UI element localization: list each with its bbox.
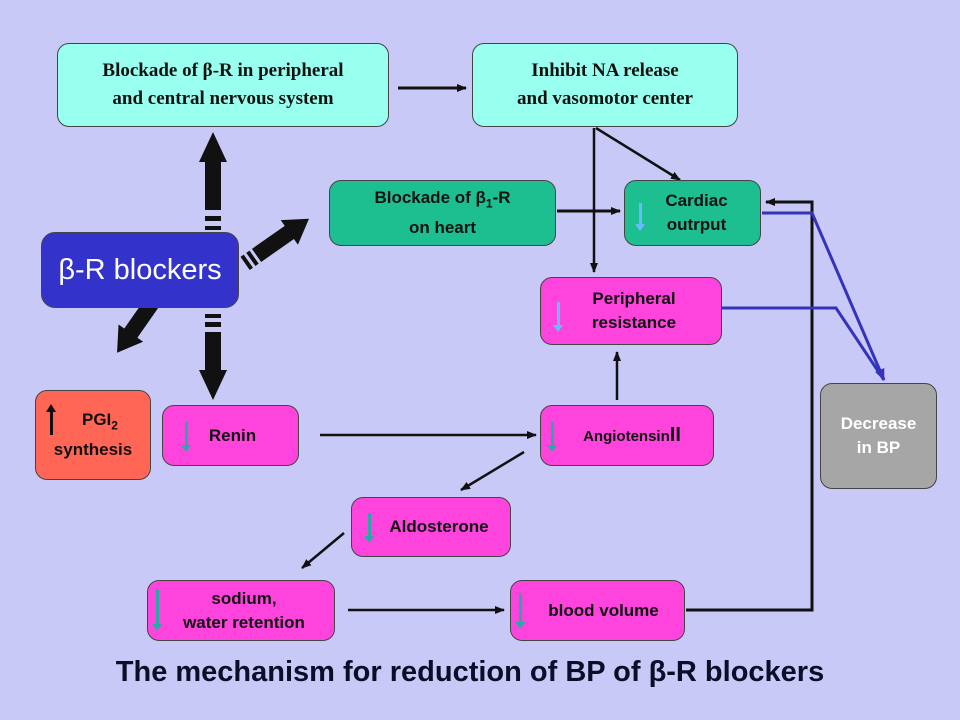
connector-cardiac-to-bp [762,211,886,381]
node-blockade-heart-line2: on heart [408,217,477,237]
node-decrease-bp: Decrease in BP [820,383,937,489]
node-sodium-line2: water retention [183,612,305,632]
thick-arrow-down [199,314,227,400]
node-peripheral-line1: Peripheral [592,289,676,308]
node-blockade-cns-line2: and central nervous system [112,88,334,109]
node-blockade-heart-line1: Blockade of β1-R [374,186,510,215]
node-angiotensin-label: AngiotensinII [583,423,681,449]
node-decrease-bp-line1: Decrease [840,414,917,433]
node-beta-blockers: β-R blockers [41,232,239,308]
node-renin-label: Renin [208,425,257,445]
node-blockade-cns: Blockade of β-R in peripheral and centra… [57,43,389,127]
increase-arrow-icon [46,404,56,435]
node-sodium-retention: sodium, water retention [147,580,335,641]
node-cardiac-line1: Cardiac [665,191,728,210]
decrease-arrow-icon [553,302,563,332]
diagram-caption: The mechanism for reduction of BP of β-R… [115,656,825,688]
node-pgi2-sub: 2 [111,418,118,433]
node-pgi2-line2: synthesis [53,439,133,459]
thick-arrow-right [240,218,309,270]
connector-peripheral-to-bp [722,306,886,381]
node-blockade-heart-pre: Blockade of β [374,188,486,208]
node-blood-volume: blood volume [510,580,685,641]
node-blockade-heart-post: -R [492,188,511,208]
node-renin: Renin [162,405,299,466]
node-angiotensin-big: II [669,423,681,446]
arrow-angiotensin-to-aldosterone [460,450,525,492]
decrease-arrow-icon [152,589,162,631]
node-peripheral-resistance: Peripheral resistance [540,277,722,345]
decrease-arrow-icon [181,422,191,452]
node-blockade-heart-sub: 1 [485,196,493,211]
arrow-na-to-cardiac [595,126,681,182]
arrow-aldosterone-to-sodium [301,532,345,569]
node-angiotensin: AngiotensinII [540,405,714,466]
arrow-blood-to-cardiac [686,198,814,612]
node-sodium-line1: sodium, [211,588,277,608]
node-inhibit-na: Inhibit NA release and vasomotor center [472,43,738,127]
node-aldosterone-label: Aldosterone [389,517,489,536]
node-cardiac-output: Cardiac outrput [624,180,761,246]
node-pgi2-line1: PGI2 [54,408,132,437]
node-pgi2-synthesis: PGI2 synthesis [35,390,151,480]
node-angiotensin-pre: Angiotensin [583,427,670,445]
node-aldosterone: Aldosterone [351,497,511,557]
node-beta-blockers-label: β-R blockers [58,253,222,286]
node-inhibit-na-line1: Inhibit NA release [531,60,679,81]
decrease-arrow-icon [635,203,645,231]
node-blood-volume-label: blood volume [548,600,659,620]
node-blockade-heart: Blockade of β1-R on heart [329,180,556,246]
node-pgi2-pre: PGI [82,410,112,430]
node-peripheral-line2: resistance [591,313,677,332]
thick-arrow-up [199,132,227,230]
node-inhibit-na-line2: and vasomotor center [517,88,693,109]
decrease-arrow-icon [364,513,374,543]
node-decrease-bp-line2: in BP [856,438,901,457]
decrease-arrow-icon [547,422,557,452]
decrease-arrow-icon [515,593,525,629]
node-blockade-cns-line1: Blockade of β-R in peripheral [102,60,344,81]
node-cardiac-line2: outrput [666,215,727,234]
